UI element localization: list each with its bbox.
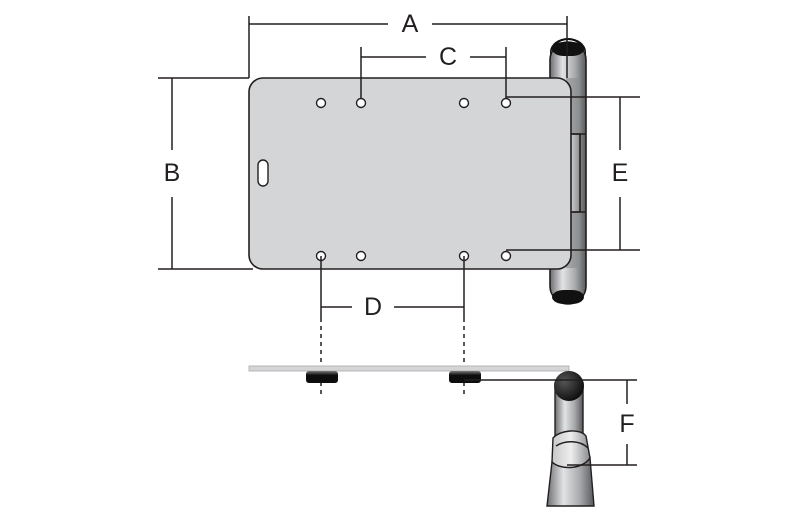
side-bumper-left	[306, 371, 338, 383]
dimension-e-label: E	[612, 159, 629, 187]
side-plate	[248, 365, 570, 372]
side-pin-cap	[554, 371, 584, 401]
dimension-b-label: B	[164, 159, 181, 187]
hole-top-2	[355, 97, 367, 109]
hole-top-3	[458, 97, 470, 109]
dimension-d: D	[320, 256, 465, 395]
hole-top-1	[315, 97, 327, 109]
mounting-holes	[315, 97, 512, 262]
hole-bottom-2	[355, 250, 367, 262]
hinge-plate	[248, 77, 572, 270]
dimension-c: C	[360, 43, 507, 98]
dimension-f-label: F	[619, 410, 634, 438]
dimension-f: F	[464, 379, 637, 466]
dimension-d-label: D	[364, 293, 382, 321]
side-bumper-right	[449, 371, 481, 383]
dimension-e: E	[506, 96, 640, 251]
dimension-b: B	[158, 77, 253, 270]
hole-bottom-4	[500, 250, 512, 262]
dimension-c-label: C	[439, 43, 457, 71]
hinge-side-view	[248, 365, 595, 507]
hole-top-4	[500, 97, 512, 109]
dimension-a: A	[248, 10, 568, 78]
plate-slot	[257, 159, 269, 187]
dimension-a-label: A	[402, 10, 419, 38]
